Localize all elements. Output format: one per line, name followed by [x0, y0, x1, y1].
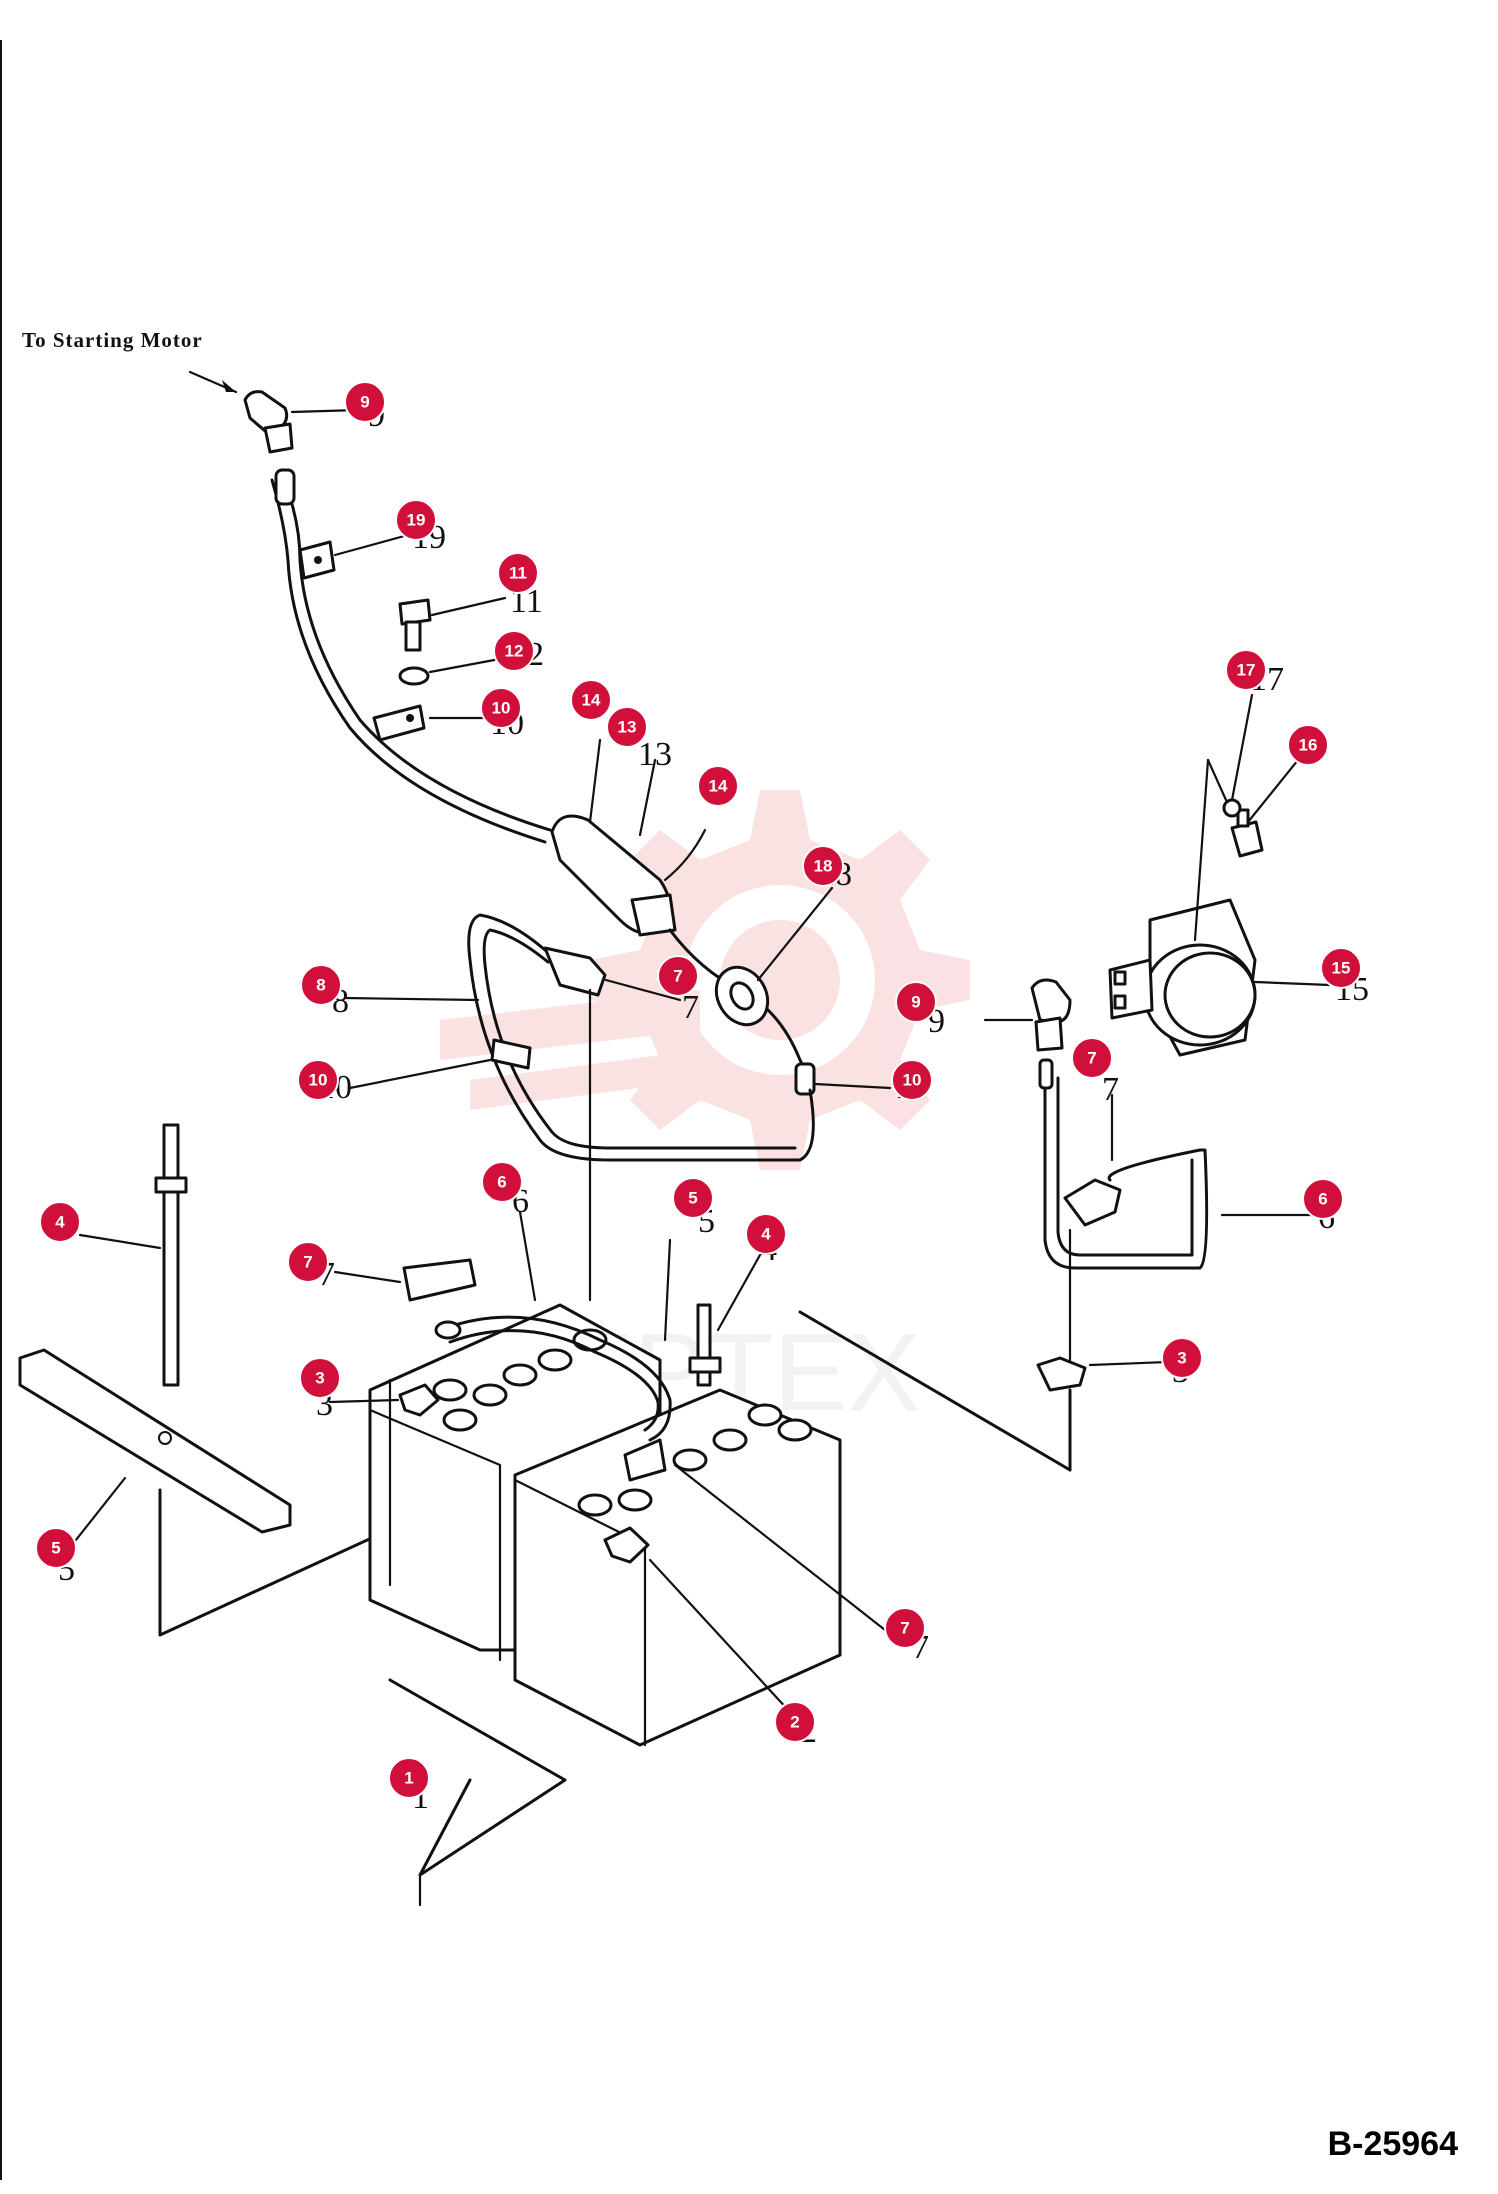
callout-7-left[interactable]: 7	[287, 1241, 329, 1283]
callout-3-left[interactable]: 3	[299, 1357, 341, 1399]
callout-17[interactable]: 17	[1225, 649, 1267, 691]
svg-text:17: 17	[1237, 661, 1256, 680]
callout-15[interactable]: 15	[1320, 947, 1362, 989]
callout-7-bottom[interactable]: 7	[884, 1607, 926, 1649]
svg-text:10: 10	[903, 1071, 922, 1090]
svg-text:10: 10	[309, 1071, 328, 1090]
callout-16[interactable]: 16	[1287, 724, 1329, 766]
svg-text:7: 7	[900, 1619, 909, 1638]
callout-14-top[interactable]: 14	[570, 679, 612, 721]
callout-1[interactable]: 1	[388, 1757, 430, 1799]
watermark-logo: EPTEX	[440, 790, 970, 1434]
svg-text:18: 18	[814, 857, 833, 876]
callout-6-right[interactable]: 6	[1302, 1178, 1344, 1220]
callout-12[interactable]: 12	[493, 630, 535, 672]
rubber-boot-13	[550, 738, 707, 937]
callout-10-left[interactable]: 10	[297, 1059, 339, 1101]
terminal-cap-right	[983, 978, 1072, 1052]
svg-text:13: 13	[618, 718, 637, 737]
svg-text:3: 3	[315, 1369, 324, 1388]
callout-13[interactable]: 13	[606, 706, 648, 748]
svg-text:14: 14	[709, 777, 728, 796]
svg-text:7: 7	[673, 967, 682, 986]
callout-8[interactable]: 8	[300, 964, 342, 1006]
bolt-11	[398, 596, 507, 652]
callout-5-left[interactable]: 5	[35, 1527, 77, 1569]
hold-down-rod-left	[78, 1123, 188, 1387]
frame-border	[0, 40, 2, 2180]
battery-cable-loop	[343, 913, 815, 1302]
lock-washer-17	[1193, 693, 1254, 942]
svg-text:16: 16	[1299, 736, 1318, 755]
jumper-cable	[434, 1210, 887, 1632]
battery-right	[513, 1388, 842, 1747]
part-label-13: 13	[638, 736, 672, 773]
svg-text:14: 14	[582, 691, 601, 710]
relay-screw-16	[1230, 753, 1304, 858]
svg-text:4: 4	[55, 1213, 65, 1232]
svg-text:15: 15	[1332, 959, 1351, 978]
ground-cable-right	[798, 1058, 1317, 1472]
svg-text:7: 7	[1087, 1049, 1096, 1068]
battery-group-bracket	[388, 1678, 567, 1907]
svg-text:7: 7	[303, 1253, 312, 1272]
callout-4-center[interactable]: 4	[745, 1213, 787, 1255]
callout-11[interactable]: 11	[497, 552, 539, 594]
terminal-7-loose	[333, 1258, 477, 1302]
washer-12	[398, 656, 507, 686]
svg-text:19: 19	[407, 511, 426, 530]
hold-down-rod-center	[688, 1253, 762, 1387]
svg-text:2: 2	[790, 1713, 799, 1732]
terminal-cap-top	[243, 390, 360, 454]
svg-text:4: 4	[761, 1225, 771, 1244]
svg-text:6: 6	[1318, 1190, 1327, 1209]
callout-9[interactable]: 9	[344, 381, 386, 423]
svg-text:3: 3	[1177, 1349, 1186, 1368]
callout-5[interactable]: 5	[672, 1177, 714, 1219]
callout-2[interactable]: 2	[774, 1701, 816, 1743]
svg-text:10: 10	[492, 699, 511, 718]
callout-4-left[interactable]: 4	[39, 1201, 81, 1243]
svg-text:5: 5	[688, 1189, 697, 1208]
callout-10-right[interactable]: 10	[891, 1059, 933, 1101]
svg-text:1: 1	[404, 1769, 413, 1788]
svg-text:8: 8	[316, 976, 325, 995]
svg-text:6: 6	[497, 1173, 506, 1192]
callout-6[interactable]: 6	[481, 1161, 523, 1203]
grommet-18	[668, 886, 892, 1096]
starting-motor-arrow	[188, 370, 238, 394]
svg-text:9: 9	[911, 993, 920, 1012]
battery-relay-15	[1108, 898, 1332, 1057]
svg-text:5: 5	[51, 1539, 60, 1558]
part-label-7-right: 7	[1102, 1071, 1119, 1108]
starting-motor-note: To Starting Motor	[22, 328, 203, 352]
callout-9-right[interactable]: 9	[895, 981, 937, 1023]
callout-19[interactable]: 19	[395, 499, 437, 541]
callout-14-lower[interactable]: 14	[697, 765, 739, 807]
svg-text:12: 12	[505, 642, 524, 661]
callout-7-right[interactable]: 7	[1071, 1037, 1113, 1079]
callout-18[interactable]: 18	[802, 845, 844, 887]
callout-3-right[interactable]: 3	[1161, 1337, 1203, 1379]
callout-10-top[interactable]: 10	[480, 687, 522, 729]
callout-7-cable[interactable]: 7	[657, 955, 699, 997]
part-label-7: 7	[682, 989, 699, 1026]
svg-text:9: 9	[360, 393, 369, 412]
svg-text:11: 11	[509, 564, 527, 583]
starter-cable	[270, 468, 552, 844]
drawing-number: B-25964	[1327, 2125, 1458, 2163]
